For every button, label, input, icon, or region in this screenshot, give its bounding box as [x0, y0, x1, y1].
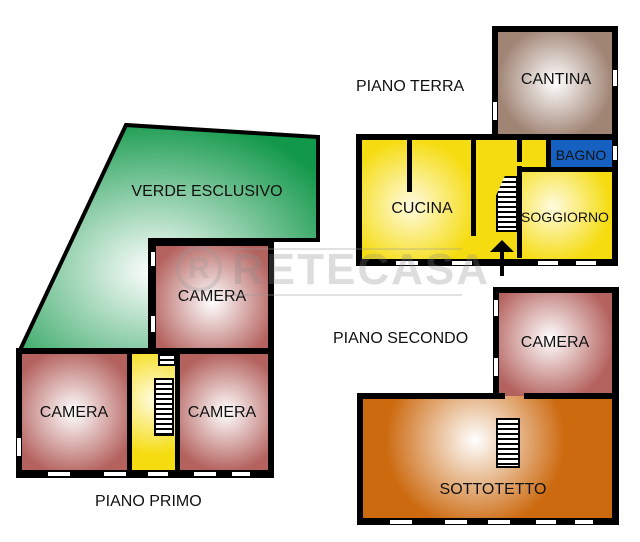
watermark-text: RETECASA: [232, 245, 491, 294]
watermark-r-icon: R: [176, 246, 222, 292]
room-cantina: [494, 27, 616, 137]
room-label-cucina: CUCINA: [391, 200, 453, 217]
room-bagno: [550, 140, 612, 168]
room-label-sottotetto: SOTTOTETTO: [439, 481, 547, 498]
room-label-bagno: BAGNO: [555, 147, 607, 163]
entrance-arrow-icon: [490, 240, 514, 276]
stairs-icon: [496, 418, 520, 468]
watermark-logo: R RETECASA: [176, 244, 488, 300]
room-sottotetto: [360, 396, 616, 522]
room-label-camera: CAMERA: [177, 288, 247, 305]
room-camera-secondo: [496, 290, 616, 398]
stairs-icon: [158, 354, 176, 366]
room-camera-right: [178, 348, 274, 476]
room-label-camera: CAMERA: [520, 334, 590, 351]
room-label-camera: CAMERA: [39, 404, 109, 421]
room-camera-left: [16, 348, 130, 476]
room-label-cantina: CANTINA: [520, 71, 592, 88]
stairs-icon: [496, 176, 518, 232]
stairs-icon: [154, 378, 174, 436]
floor-title-secondo: PIANO SECONDO: [333, 330, 469, 347]
room-soggiorno: [520, 170, 614, 262]
room-label-soggiorno: SOGGIORNO: [521, 209, 609, 225]
floor-title-primo: PIANO PRIMO: [95, 493, 202, 510]
floor-title-terra: PIANO TERRA: [356, 78, 465, 95]
room-cucina: [358, 136, 476, 262]
room-label-verde: VERDE ESCLUSIVO: [131, 183, 283, 200]
room-label-camera: CAMERA: [187, 404, 257, 421]
